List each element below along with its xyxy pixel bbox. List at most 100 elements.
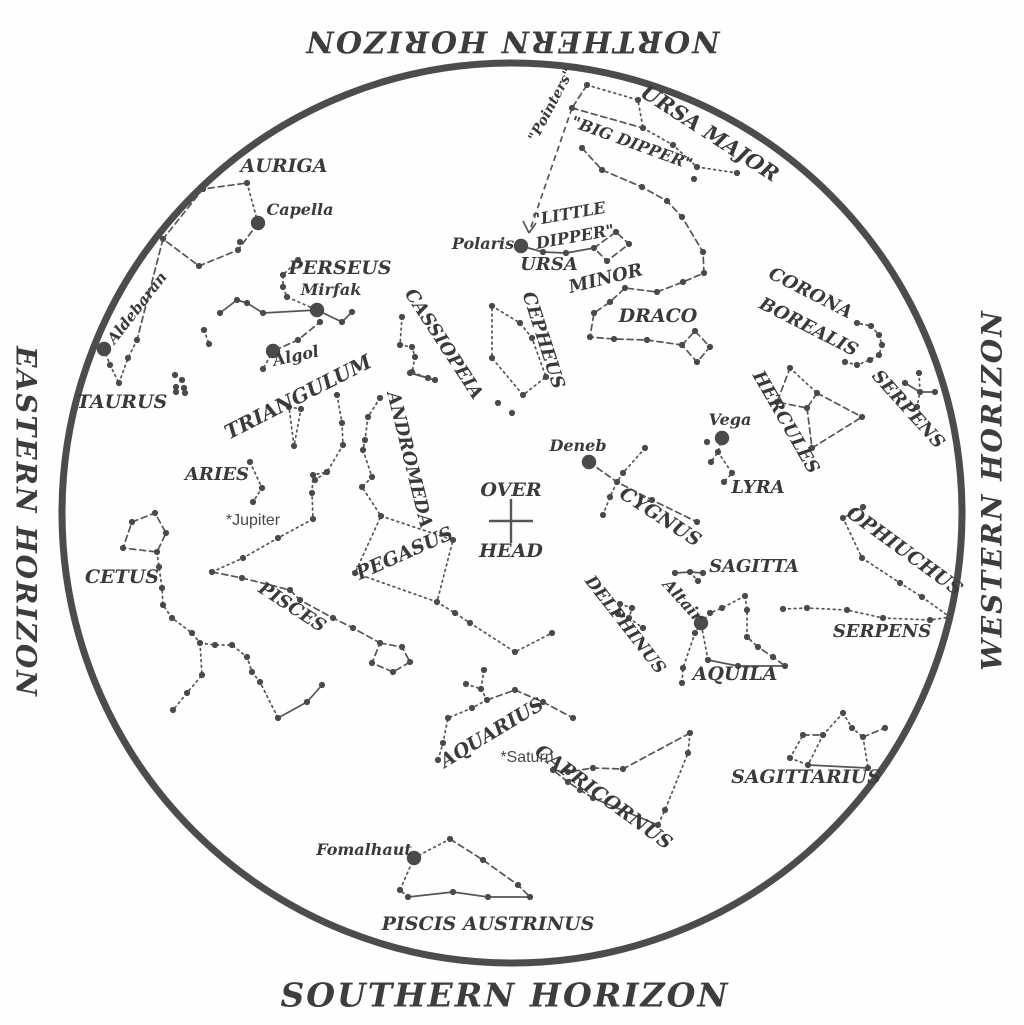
constellation-label: ARIES bbox=[183, 464, 249, 485]
star bbox=[858, 554, 866, 562]
star bbox=[714, 448, 722, 456]
constellation-line bbox=[199, 642, 279, 719]
star bbox=[236, 238, 244, 246]
star bbox=[308, 489, 316, 497]
star bbox=[839, 514, 847, 522]
star bbox=[678, 679, 686, 687]
constellation-line bbox=[806, 407, 813, 449]
star bbox=[169, 706, 177, 714]
star bbox=[119, 544, 127, 552]
star bbox=[786, 754, 794, 762]
star bbox=[376, 394, 384, 402]
star bbox=[468, 704, 476, 712]
star-label: Fomalhaut bbox=[315, 840, 412, 859]
star bbox=[323, 468, 331, 476]
constellation-line bbox=[789, 757, 809, 766]
star bbox=[528, 334, 536, 342]
star bbox=[234, 246, 242, 254]
star bbox=[398, 643, 406, 651]
constellation-andromeda: ANDROMEDA bbox=[311, 369, 439, 530]
star bbox=[339, 441, 347, 449]
southern-horizon-label: SOUTHERN HORIZON bbox=[280, 975, 730, 1015]
star bbox=[396, 886, 404, 894]
star bbox=[690, 175, 698, 183]
star bbox=[162, 529, 170, 537]
constellation-line bbox=[571, 84, 588, 109]
star bbox=[638, 183, 646, 191]
constellation-label: DELPHINUS bbox=[580, 571, 670, 678]
star bbox=[133, 336, 141, 344]
constellation-line bbox=[449, 838, 531, 898]
star bbox=[484, 893, 492, 901]
star bbox=[106, 361, 114, 369]
star bbox=[128, 518, 136, 526]
constellation-label: PISCES bbox=[254, 577, 330, 637]
star bbox=[480, 666, 488, 674]
star bbox=[431, 376, 439, 384]
constellation-label: PERSEUS bbox=[287, 257, 391, 279]
star bbox=[233, 296, 241, 304]
star bbox=[446, 835, 454, 843]
star bbox=[691, 629, 699, 637]
star bbox=[396, 341, 404, 349]
star bbox=[462, 680, 470, 688]
constellation-line bbox=[360, 397, 382, 517]
constellation-line bbox=[277, 684, 323, 719]
constellation-line bbox=[592, 797, 659, 826]
constellation-cepheus: CEPHEUS bbox=[488, 289, 569, 417]
constellation-line bbox=[746, 636, 786, 667]
star bbox=[359, 446, 367, 454]
star bbox=[285, 403, 293, 411]
star bbox=[720, 478, 728, 486]
star bbox=[586, 333, 594, 341]
star bbox=[706, 343, 714, 351]
star bbox=[606, 493, 614, 501]
constellation-line bbox=[789, 367, 818, 394]
constellation-label: "Pointers" bbox=[526, 66, 578, 144]
star bbox=[258, 484, 266, 492]
star bbox=[841, 358, 849, 366]
star bbox=[124, 354, 132, 362]
star bbox=[839, 709, 847, 717]
star bbox=[338, 318, 346, 326]
constellation-line bbox=[249, 461, 263, 503]
star bbox=[479, 856, 487, 864]
star bbox=[274, 534, 282, 542]
star bbox=[881, 724, 889, 732]
star bbox=[151, 509, 159, 517]
star bbox=[625, 614, 633, 622]
star bbox=[296, 596, 304, 604]
constellation-line bbox=[480, 669, 485, 690]
star bbox=[639, 624, 647, 632]
star bbox=[781, 662, 789, 670]
star bbox=[477, 685, 485, 693]
star bbox=[238, 574, 246, 582]
constellation-line bbox=[586, 84, 644, 129]
star bbox=[246, 458, 254, 466]
star bbox=[376, 639, 384, 647]
star bbox=[619, 469, 627, 477]
star bbox=[669, 141, 677, 149]
named-star-vega bbox=[714, 430, 730, 446]
overhead-label-top: OVER bbox=[480, 479, 541, 501]
constellation-label: AQUILA bbox=[691, 663, 778, 685]
constellation-pegasus: PEGASUS bbox=[352, 512, 456, 606]
star bbox=[590, 309, 598, 317]
star bbox=[819, 731, 827, 739]
star bbox=[700, 269, 708, 277]
constellation-label: SAGITTA bbox=[709, 556, 799, 577]
star bbox=[804, 761, 812, 769]
star bbox=[408, 343, 416, 351]
star bbox=[653, 288, 661, 296]
star bbox=[754, 643, 762, 651]
star bbox=[628, 604, 636, 612]
star bbox=[867, 322, 875, 330]
star bbox=[773, 398, 781, 406]
star bbox=[181, 389, 189, 397]
star bbox=[297, 405, 305, 413]
star bbox=[663, 197, 671, 205]
constellation-line bbox=[262, 350, 274, 370]
